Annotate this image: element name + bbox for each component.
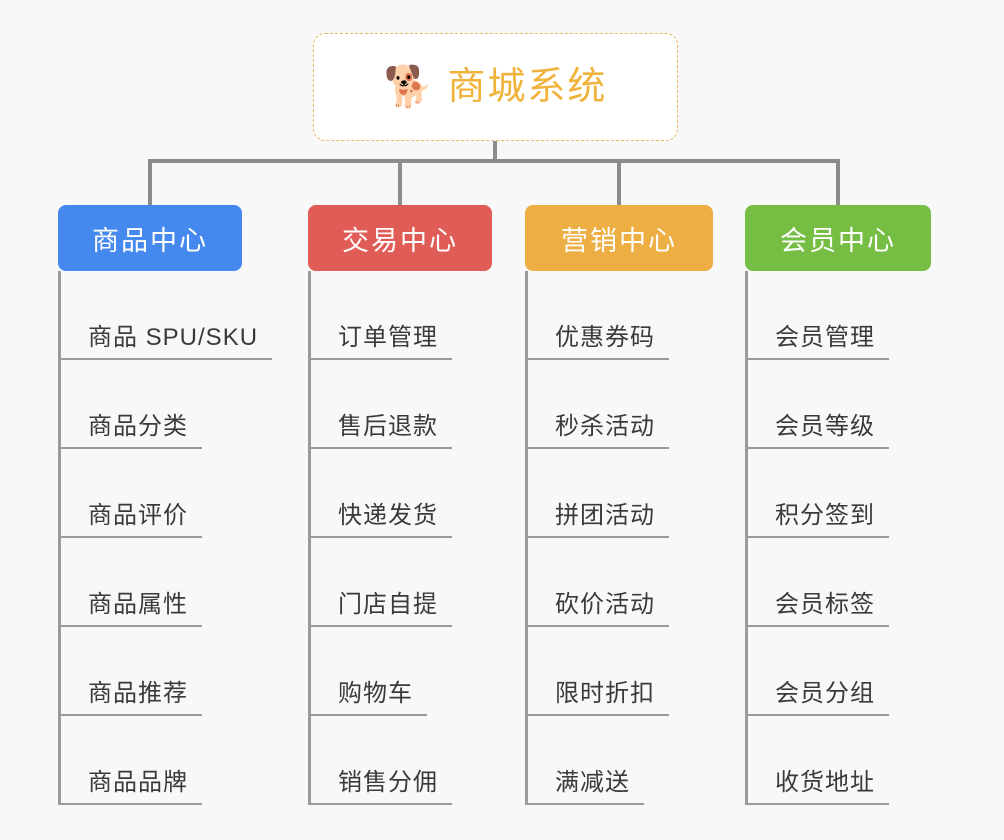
leaf-item-label: 收货地址 <box>745 769 889 805</box>
leaf-item-label: 商品分类 <box>58 413 202 449</box>
leaf-item-label: 会员标签 <box>745 591 889 627</box>
leaf-item[interactable]: 会员等级 <box>745 360 931 449</box>
leaf-item[interactable]: 会员分组 <box>745 627 931 716</box>
leaf-item[interactable]: 商品品牌 <box>58 716 272 805</box>
leaf-item[interactable]: 商品属性 <box>58 538 272 627</box>
leaf-item-label: 商品推荐 <box>58 680 202 716</box>
leaf-item-label: 商品品牌 <box>58 769 202 805</box>
branch-header-label: 营销中心 <box>561 225 677 256</box>
leaf-item[interactable]: 限时折扣 <box>525 627 713 716</box>
branch-trade-center: 交易中心 订单管理 售后退款 快递发货 门店自提 购物车 销售分佣 <box>308 205 492 805</box>
leaf-item[interactable]: 购物车 <box>308 627 492 716</box>
leaf-item[interactable]: 商品评价 <box>58 449 272 538</box>
branch-spine <box>58 271 61 805</box>
root-node[interactable]: 🐕 商城系统 <box>313 33 678 141</box>
branch-spine <box>525 271 528 805</box>
leaf-item-label: 商品 SPU/SKU <box>58 324 273 360</box>
leaf-item[interactable]: 砍价活动 <box>525 538 713 627</box>
leaf-item-label: 商品属性 <box>58 591 202 627</box>
leaf-item[interactable]: 销售分佣 <box>308 716 492 805</box>
leaf-list-trade-center: 订单管理 售后退款 快递发货 门店自提 购物车 销售分佣 <box>308 271 492 805</box>
branch-spine <box>745 271 748 805</box>
leaf-item[interactable]: 订单管理 <box>308 271 492 360</box>
leaf-item-label: 购物车 <box>308 680 427 716</box>
leaf-item[interactable]: 会员管理 <box>745 271 931 360</box>
leaf-item[interactable]: 秒杀活动 <box>525 360 713 449</box>
leaf-item-label: 订单管理 <box>308 324 452 360</box>
branch-header-member-center[interactable]: 会员中心 <box>745 205 931 271</box>
shiba-dog-face-icon: 🐕 <box>383 65 434 109</box>
leaf-item-label: 销售分佣 <box>308 769 452 805</box>
leaf-item-label: 拼团活动 <box>525 502 669 538</box>
connector-horizontal-bus <box>148 159 838 163</box>
leaf-item-label: 秒杀活动 <box>525 413 669 449</box>
leaf-item[interactable]: 优惠券码 <box>525 271 713 360</box>
leaf-item-label: 门店自提 <box>308 591 452 627</box>
leaf-item-label: 售后退款 <box>308 413 452 449</box>
leaf-item[interactable]: 满减送 <box>525 716 713 805</box>
leaf-item[interactable]: 拼团活动 <box>525 449 713 538</box>
leaf-item-label: 快递发货 <box>308 502 452 538</box>
connector-drop-product-center <box>148 159 152 205</box>
leaf-item-label: 满减送 <box>525 769 644 805</box>
branch-spine <box>308 271 311 805</box>
leaf-item-label: 砍价活动 <box>525 591 669 627</box>
leaf-item[interactable]: 收货地址 <box>745 716 931 805</box>
leaf-list-marketing-center: 优惠券码 秒杀活动 拼团活动 砍价活动 限时折扣 满减送 <box>525 271 713 805</box>
root-title: 商城系统 <box>447 66 608 108</box>
leaf-item[interactable]: 快递发货 <box>308 449 492 538</box>
leaf-item[interactable]: 积分签到 <box>745 449 931 538</box>
branch-header-label: 交易中心 <box>342 225 458 256</box>
leaf-item-label: 会员等级 <box>745 413 889 449</box>
branch-member-center: 会员中心 会员管理 会员等级 积分签到 会员标签 会员分组 收货地址 <box>745 205 931 805</box>
leaf-item-label: 会员分组 <box>745 680 889 716</box>
branch-header-marketing-center[interactable]: 营销中心 <box>525 205 713 271</box>
leaf-item[interactable]: 会员标签 <box>745 538 931 627</box>
leaf-list-member-center: 会员管理 会员等级 积分签到 会员标签 会员分组 收货地址 <box>745 271 931 805</box>
connector-root-stem <box>493 141 497 163</box>
leaf-item[interactable]: 商品分类 <box>58 360 272 449</box>
leaf-item[interactable]: 售后退款 <box>308 360 492 449</box>
leaf-list-product-center: 商品 SPU/SKU 商品分类 商品评价 商品属性 商品推荐 商品品牌 <box>58 271 273 805</box>
branch-header-label: 会员中心 <box>780 225 896 256</box>
branch-product-center: 商品中心 商品 SPU/SKU 商品分类 商品评价 商品属性 商品推荐 商品品牌 <box>58 205 273 805</box>
connector-drop-trade-center <box>398 159 402 205</box>
leaf-item[interactable]: 商品推荐 <box>58 627 272 716</box>
leaf-item[interactable]: 商品 SPU/SKU <box>58 271 273 360</box>
connector-drop-member-center <box>836 159 840 205</box>
leaf-item[interactable]: 门店自提 <box>308 538 492 627</box>
branch-header-trade-center[interactable]: 交易中心 <box>308 205 492 271</box>
connector-drop-marketing-center <box>617 159 621 205</box>
branch-header-product-center[interactable]: 商品中心 <box>58 205 242 271</box>
leaf-item-label: 商品评价 <box>58 502 202 538</box>
branch-header-label: 商品中心 <box>92 225 208 256</box>
leaf-item-label: 会员管理 <box>745 324 889 360</box>
branch-marketing-center: 营销中心 优惠券码 秒杀活动 拼团活动 砍价活动 限时折扣 满减送 <box>525 205 713 805</box>
leaf-item-label: 优惠券码 <box>525 324 669 360</box>
leaf-item-label: 积分签到 <box>745 502 889 538</box>
leaf-item-label: 限时折扣 <box>525 680 669 716</box>
